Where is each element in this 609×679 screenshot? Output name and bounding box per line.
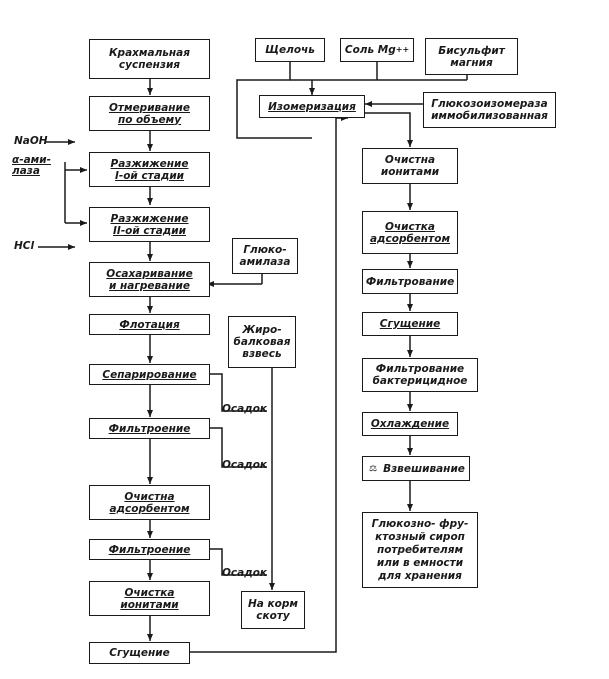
naoh-label: NaOH (14, 135, 48, 147)
filtration-box-2: Фильтроение (89, 539, 210, 560)
separation-box: Сепарирование (89, 364, 210, 385)
r-filtration-box: Фильтрование (362, 269, 458, 294)
magnesium-charge: ++ (395, 45, 410, 54)
glucoamylase-box: Глюко- амилаза (232, 238, 298, 274)
magnesium-salt-label: Соль Mg (344, 44, 396, 56)
isomerization-box: Изомеризация (259, 95, 365, 118)
r-condensation-box: Сгущение (362, 312, 458, 336)
condensation-box: Сгущение (89, 642, 190, 664)
scales-icon: ⚖ (369, 463, 378, 474)
adsorbent-cleaning-box: Очистна адсорбентом (89, 485, 210, 520)
filtration-box-1: Фильтроение (89, 418, 210, 439)
bactericidal-filtration-box: Фильтрование бактерицидное (362, 358, 478, 392)
sediment-label-2: Осадок (222, 459, 268, 471)
weighing-label: Взвешивание (383, 462, 465, 475)
flotation-box: Флотация (89, 314, 210, 335)
sediment-label-3: Осадок (222, 567, 268, 579)
alkali-box: Щелочь (255, 38, 325, 62)
animal-feed-box: На корм скоту (241, 591, 305, 629)
liquefaction-stage1-box: Разжижение I-ой стадии (89, 152, 210, 187)
starch-suspension-box: Крахмальная суспензия (89, 39, 210, 79)
sediment-label-1: Осадок (222, 403, 268, 415)
alpha-amylase-label: α-ами- лаза (12, 154, 51, 177)
fat-protein-suspension-box: Жиро- балковая взвесь (228, 316, 296, 368)
magnesium-bisulfite-box: Бисульфит магния (425, 38, 518, 75)
volume-measuring-box: Отмеривание по объему (89, 96, 210, 131)
magnesium-salt-box: Соль Mg++ (340, 38, 414, 62)
glucose-isomerase-box: Глюкозоизомераза иммобилизованная (423, 92, 556, 128)
r-ion-cleaning-box: Очистна ионитами (362, 148, 458, 184)
cooling-box: Охлаждение (362, 412, 458, 436)
saccharification-box: Осахаривание и нагревание (89, 262, 210, 297)
r-adsorbent-cleaning-box: Очистка адсорбентом (362, 211, 458, 254)
ion-cleaning-box: Очистка ионитами (89, 581, 210, 616)
final-product-box: Глюкозно- фру- ктозный сироп потребителя… (362, 512, 478, 588)
liquefaction-stage2-box: Разжижение II-ой стадии (89, 207, 210, 242)
weighing-box: ⚖ Взвешивание (362, 456, 470, 481)
hcl-label: HCl (14, 240, 35, 252)
